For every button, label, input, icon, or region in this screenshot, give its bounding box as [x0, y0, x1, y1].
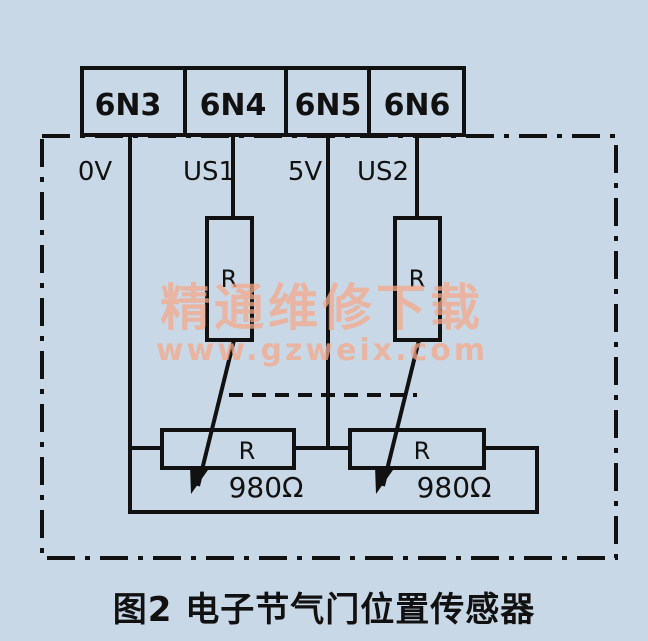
potentiometer-1: [160, 428, 296, 470]
wiper-1-arrow-icon: [190, 466, 208, 494]
watermark-url: www.gzweix.com: [156, 333, 488, 368]
terminal-6n3-label: 6N3: [95, 88, 162, 123]
terminal-6n6-label: 6N6: [384, 88, 451, 123]
signal-5v-label: 5V: [288, 157, 323, 187]
signal-us2-label: US2: [357, 157, 409, 187]
throttle-position-sensor-diagram: 6N3 6N4 6N5 6N6 0V US1 5V US2 R R R: [40, 66, 618, 560]
potentiometer-1-label: R: [239, 437, 256, 465]
series-resistor-1: [205, 216, 254, 342]
terminal-6n5-label: 6N5: [295, 88, 362, 123]
wiper-2-line: [381, 339, 421, 487]
figure-caption: 图2 电子节气门位置传感器: [112, 590, 536, 630]
wiper-1-line: [196, 339, 236, 487]
series-resistor-2-label: R: [409, 265, 426, 293]
potentiometer-1-value: 980Ω: [229, 471, 304, 504]
potentiometer-2: [348, 428, 486, 470]
watermark-text: 精通维修下载: [160, 278, 484, 337]
potentiometer-2-value: 980Ω: [417, 471, 492, 504]
ground-wire: [128, 133, 539, 514]
circuit-wires: [128, 133, 539, 514]
potentiometer-2-label: R: [414, 437, 431, 465]
signal-0v-label: 0V: [78, 157, 113, 187]
connector-block: [80, 66, 466, 137]
terminal-6n4-label: 6N4: [200, 88, 267, 123]
signal-us1-label: US1: [183, 157, 235, 187]
wiper-2-arrow-icon: [375, 466, 393, 494]
series-resistor-1-label: R: [221, 265, 238, 293]
